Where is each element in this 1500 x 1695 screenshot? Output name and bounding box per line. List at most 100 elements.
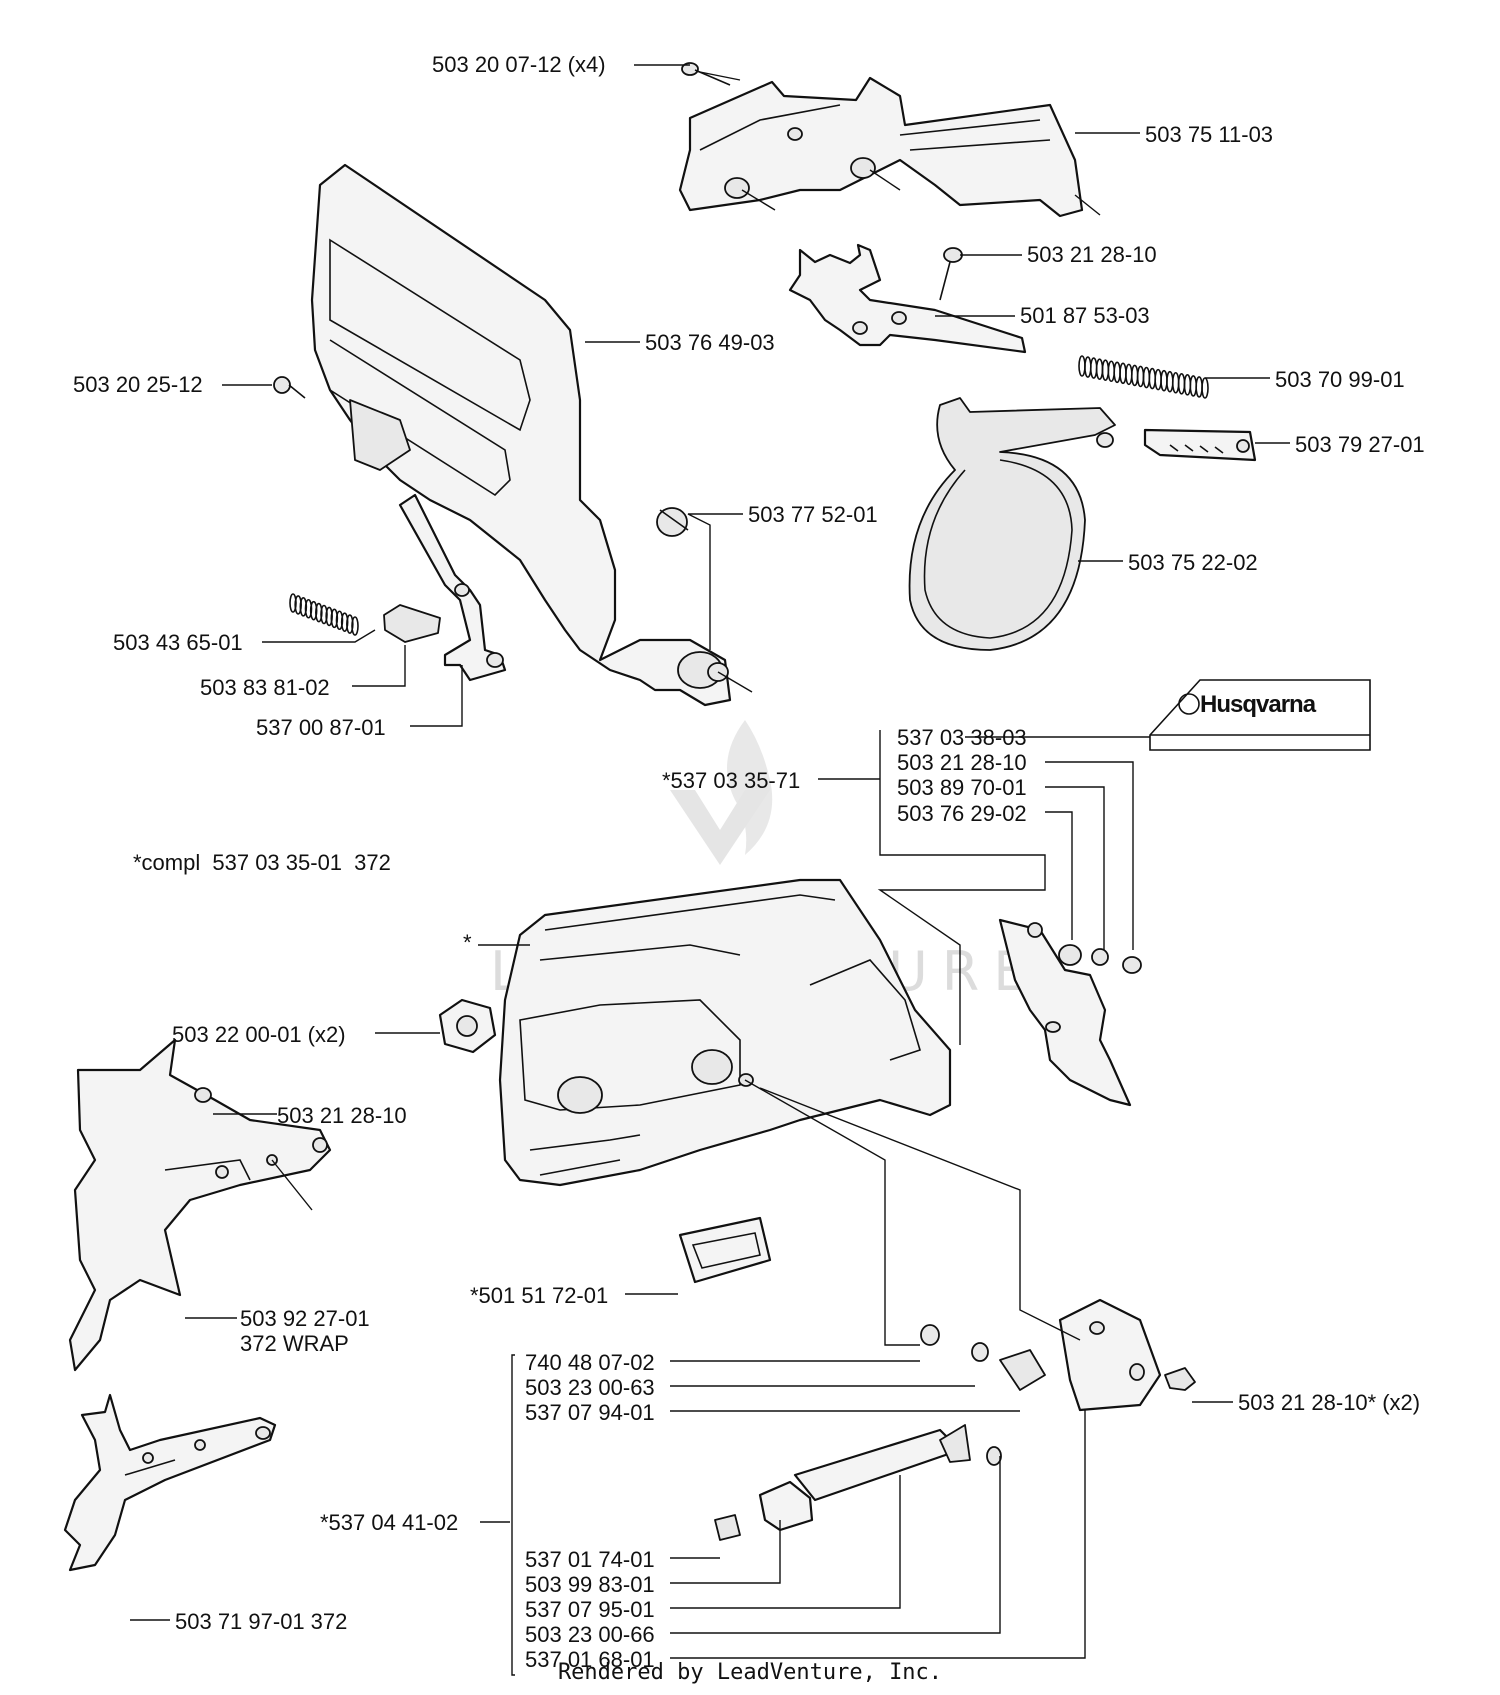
guard-bushing xyxy=(656,507,689,537)
compl-prefix: *compl xyxy=(133,850,200,875)
part-number: 503 21 28-10 xyxy=(277,1103,407,1128)
compl-suffix: 372 xyxy=(354,850,391,875)
part-label-l6: 503 70 99-01 xyxy=(1275,367,1405,392)
part-label-l3: 503 21 28-10 xyxy=(1027,242,1157,267)
spring-coil xyxy=(351,616,359,636)
part-label-l33: 537 01 68-01 xyxy=(525,1647,655,1672)
part-label-l1: 503 20 07-12(x4) xyxy=(432,52,606,77)
leader-line xyxy=(670,1456,1001,1634)
part-number: 503 21 28-10* xyxy=(1238,1390,1377,1415)
part-number: 503 23 00-66 xyxy=(525,1622,655,1647)
brake-spring xyxy=(1078,355,1209,399)
part-label-l29: 537 01 74-01 xyxy=(525,1547,655,1572)
part-number: *537 04 41-02 xyxy=(320,1510,458,1535)
screw-left-guard xyxy=(273,376,306,399)
part-label-l20: 503 22 00-01(x2) xyxy=(172,1022,346,1047)
guard-lever xyxy=(398,493,507,682)
chain-guard-cover xyxy=(678,62,1101,218)
hand-guard xyxy=(310,163,753,707)
part-label-l24: 740 48 07-02 xyxy=(525,1350,655,1375)
part-number: 503 76 49-03 xyxy=(645,330,775,355)
part-label-l10: 503 75 22-02 xyxy=(1128,550,1258,575)
part-label-l31: 537 07 95-01 xyxy=(525,1597,655,1622)
part-number: * xyxy=(463,930,472,955)
compl-note: *compl 537 03 35-01 372 xyxy=(133,850,391,875)
part-label-l32: 503 23 00-66 xyxy=(525,1622,655,1647)
clutch-cover xyxy=(498,878,952,1187)
part-label-l14: 537 03 38-03 xyxy=(897,725,1027,750)
part-label-l8: 503 79 27-01 xyxy=(1295,432,1425,457)
leader-line xyxy=(670,1410,1086,1659)
bumper-spike-wrap xyxy=(68,1038,332,1372)
part-number: 503 20 25-12 xyxy=(73,372,203,397)
part-label-l7: 503 20 25-12 xyxy=(73,372,203,397)
part-number: 503 23 00-63 xyxy=(525,1375,655,1400)
part-qualifier: 372 xyxy=(311,1609,348,1634)
part-number: 503 89 70-01 xyxy=(897,775,1027,800)
part-label-l5: 503 76 49-03 xyxy=(645,330,775,355)
leader-line xyxy=(687,513,743,650)
bumper-spike-372 xyxy=(63,1393,277,1572)
husqvarna-decal: Husqvarna xyxy=(1149,679,1371,751)
part-label-l2: 503 75 11-03 xyxy=(1145,122,1273,147)
part-qualifier: (x2) xyxy=(1382,1390,1420,1415)
part-label-l15: 503 21 28-10 xyxy=(897,750,1027,775)
part-number: 503 70 99-01 xyxy=(1275,367,1405,392)
part-label-l18: *537 03 35-71 xyxy=(662,768,800,793)
leader-lines xyxy=(130,64,1290,1676)
part-label-l13: 537 00 87-01 xyxy=(256,715,386,740)
part-label-l28: *537 04 41-02 xyxy=(320,1510,458,1535)
brake-lever-assembly xyxy=(788,243,1027,354)
part-label-l16: 503 89 70-01 xyxy=(897,775,1027,800)
part-number: 503 76 29-02 xyxy=(897,801,1027,826)
part-number: *501 51 72-01 xyxy=(470,1283,608,1308)
part-number: 503 71 97-01 xyxy=(175,1609,305,1634)
part-label-l25: 503 23 00-63 xyxy=(525,1375,655,1400)
part-label-l22: *501 51 72-01 xyxy=(470,1283,608,1308)
part-qualifier: (x4) xyxy=(568,52,606,77)
part-number: 537 03 38-03 xyxy=(897,725,1027,750)
part-number: *537 03 35-71 xyxy=(662,768,800,793)
leader-line xyxy=(1045,786,1105,950)
leader-line xyxy=(1045,761,1134,950)
brake-band xyxy=(908,397,1116,651)
part-number: 503 79 27-01 xyxy=(1295,432,1425,457)
leader-line xyxy=(670,1475,901,1609)
bar-nut xyxy=(438,998,497,1054)
part-labels: 503 20 07-12(x4) 503 75 11-03 503 21 28-10… xyxy=(73,52,1425,1672)
part-qualifier: 372 WRAP xyxy=(240,1331,349,1356)
part-label-l9: 503 77 52-01 xyxy=(748,502,878,527)
cover-side-plate xyxy=(998,918,1142,1107)
part-number: 537 01 74-01 xyxy=(525,1547,655,1572)
part-number: 503 75 22-02 xyxy=(1128,550,1258,575)
guard-block xyxy=(383,604,441,643)
leader-line xyxy=(410,665,463,727)
cover-insert xyxy=(678,1216,772,1284)
part-number: 503 99 83-01 xyxy=(525,1572,655,1597)
part-label-l21: 503 21 28-10 xyxy=(277,1103,407,1128)
part-label-l30: 503 99 83-01 xyxy=(525,1572,655,1597)
part-number: 537 00 87-01 xyxy=(256,715,386,740)
brake-spring-cover xyxy=(1143,428,1257,462)
part-number: 503 20 07-12 xyxy=(432,52,562,77)
part-label-l19: * xyxy=(463,930,472,955)
husqvarna-logo: Husqvarna xyxy=(1200,691,1317,718)
part-number: 503 22 00-01 xyxy=(172,1022,302,1047)
part-number: 537 01 68-01 xyxy=(525,1647,655,1672)
part-label-l11: 503 43 65-01 xyxy=(113,630,243,655)
part-qualifier: (x2) xyxy=(308,1022,346,1047)
compl-number: 537 03 35-01 xyxy=(212,850,342,875)
chain-tensioner xyxy=(714,1298,1196,1541)
part-number: 740 48 07-02 xyxy=(525,1350,655,1375)
leader-line xyxy=(759,1087,1081,1341)
part-number: 503 75 11-03 xyxy=(1145,122,1273,147)
leader-line xyxy=(352,645,406,687)
leader-line xyxy=(1045,811,1073,940)
part-label-l26: 537 07 94-01 xyxy=(525,1400,655,1425)
leader-line xyxy=(877,730,1046,1045)
part-number: 503 92 27-01 xyxy=(240,1306,370,1331)
part-number: 503 77 52-01 xyxy=(748,502,878,527)
